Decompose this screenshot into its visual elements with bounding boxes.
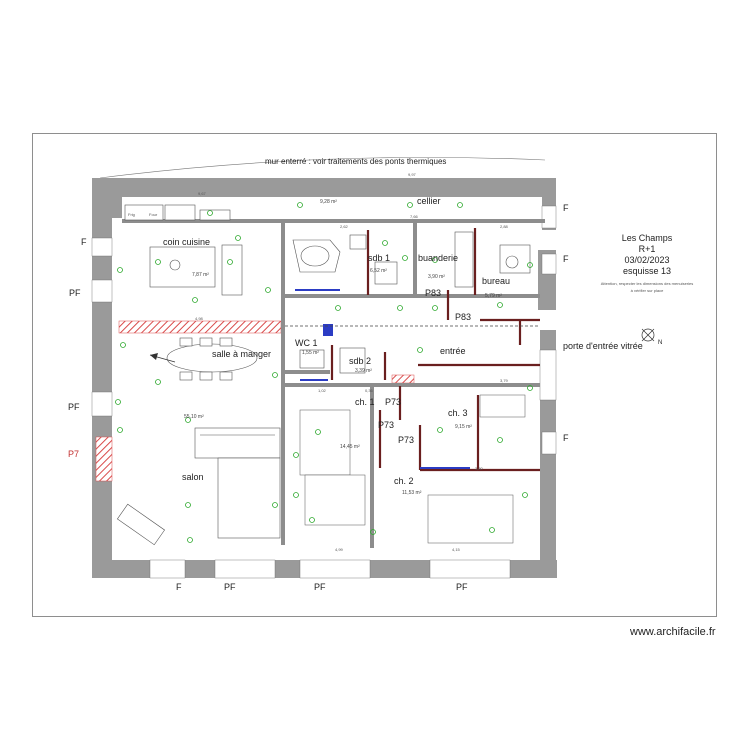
room-bureau: bureau <box>482 276 510 286</box>
version-label: esquisse 13 <box>623 266 671 276</box>
hatched-wall-left <box>95 436 113 482</box>
north-label: N <box>658 340 662 346</box>
interior-walls <box>122 219 545 548</box>
door-p73a: P73 <box>385 397 401 407</box>
dim-ch1-depth: 3,79 <box>500 378 509 383</box>
arrow-head <box>150 353 158 360</box>
bathroom-fixtures <box>292 231 531 374</box>
room-wc1: WC 1 <box>295 338 318 348</box>
room-ch2: ch. 2 <box>394 476 414 486</box>
room-sdb2: sdb 2 <box>349 356 371 366</box>
door-p83b: P83 <box>455 312 471 322</box>
hatched-wall-hall <box>391 374 415 384</box>
room-entree: entrée <box>440 346 466 356</box>
win-right-f-low: F <box>563 433 569 443</box>
top-dimension-arc <box>99 157 546 179</box>
win-bottom-pf3: PF <box>456 582 468 592</box>
note-1: Attention, respecter les dimensions des … <box>601 281 694 286</box>
room-cellier: cellier <box>417 196 441 206</box>
dim-bottom-b: 4,99 <box>335 547 344 552</box>
win-right-f-mid: F <box>563 254 569 264</box>
area-sdb2: 3,39 m² <box>355 368 372 374</box>
fridge-label: Frig <box>128 212 135 217</box>
door-p73c: P73 <box>398 435 414 445</box>
room-buanderie: buanderie <box>418 253 458 263</box>
door-labels: P83 P83 P73 P73 P73 P7 <box>68 288 471 459</box>
dim-bureau: 2,88 <box>500 224 509 229</box>
dim-hall-a: 1,02 <box>318 388 327 393</box>
win-bottom-pf1: PF <box>224 582 236 592</box>
note-2: à vérifier sur place <box>631 288 664 293</box>
door-p7: P7 <box>68 449 79 459</box>
cut-walls <box>330 228 540 472</box>
plan-frame <box>32 133 717 617</box>
room-coin-cuisine: coin cuisine <box>163 237 210 247</box>
room-salon: salon <box>182 472 204 482</box>
room-labels: cellier coin cuisine sdb 1 buanderie bur… <box>163 196 643 486</box>
level-label: R+1 <box>639 244 656 254</box>
kitchen-units <box>124 204 243 296</box>
area-ch2: 11,53 m² <box>402 490 422 496</box>
area-labels: 9,28 m² 7,87 m² 6,52 m² 3,90 m² 5,79 m² … <box>184 199 502 496</box>
area-buanderie: 3,90 m² <box>428 274 445 280</box>
room-ch3: ch. 3 <box>448 408 468 418</box>
date-label: 03/02/2023 <box>624 255 669 265</box>
dim-bottom-a: 4,15 <box>452 547 461 552</box>
dim-top-inner: 9,97 <box>408 172 417 177</box>
area-ch1: 14,45 m² <box>340 444 360 450</box>
credit-label: www.archifacile.fr <box>630 626 716 638</box>
dimension-labels: 9,67 9,97 4,98 7,66 2,62 2,88 4,15 4,99 … <box>195 172 509 552</box>
win-right-f-top: F <box>563 203 569 213</box>
area-ch3: 9,15 m² <box>455 424 472 430</box>
window-openings <box>91 205 557 579</box>
chaise-longue <box>116 503 165 546</box>
area-cellier: 9,28 m² <box>320 199 337 205</box>
window-labels: F PF PF F F F F PF PF PF <box>68 203 569 592</box>
dining-table <box>166 337 258 381</box>
room-ch1: ch. 1 <box>355 397 375 407</box>
room-porte-entree: porte d'entrée vitrée <box>563 341 643 351</box>
door-p83a: P83 <box>425 288 441 298</box>
sofa <box>194 427 281 539</box>
dim-cellier: 7,66 <box>410 214 419 219</box>
area-wc1: 1,55 m² <box>302 350 319 356</box>
area-coin-cuisine: 7,87 m² <box>192 272 209 278</box>
blue-markers <box>295 289 470 469</box>
oven-label: Four <box>149 212 158 217</box>
dim-ch2: 3,80 <box>475 466 484 471</box>
door-p73b: P73 <box>378 420 394 430</box>
dim-top-outer: 9,67 <box>198 191 207 196</box>
bedroom-furniture <box>299 394 526 544</box>
area-salon: 55,10 m² <box>184 414 204 420</box>
room-salle-a-manger: salle à manger <box>212 349 271 359</box>
electric-symbols <box>115 202 533 543</box>
project-name: Les Champs <box>622 233 673 243</box>
hatched-beam <box>118 320 282 334</box>
win-bottom-f: F <box>176 582 182 592</box>
area-bureau: 5,79 m² <box>485 293 502 299</box>
room-sdb1: sdb 1 <box>368 253 390 263</box>
title-block: Les Champs R+1 03/02/2023 esquisse 13 At… <box>601 233 694 346</box>
top-wall-label: mur enterré : voir traitements des ponts… <box>265 157 446 166</box>
win-bottom-pf2: PF <box>314 582 326 592</box>
win-left-pf-top: PF <box>69 288 81 298</box>
area-sdb1: 6,52 m² <box>370 268 387 274</box>
win-left-f: F <box>81 237 87 247</box>
dim-sdb1: 2,62 <box>340 224 349 229</box>
north-arrow <box>641 328 655 342</box>
dim-kitchen: 4,98 <box>195 316 204 321</box>
column-marker <box>323 324 333 336</box>
win-left-pf-mid: PF <box>68 402 80 412</box>
dim-hall-b: 0,36 <box>365 388 374 393</box>
